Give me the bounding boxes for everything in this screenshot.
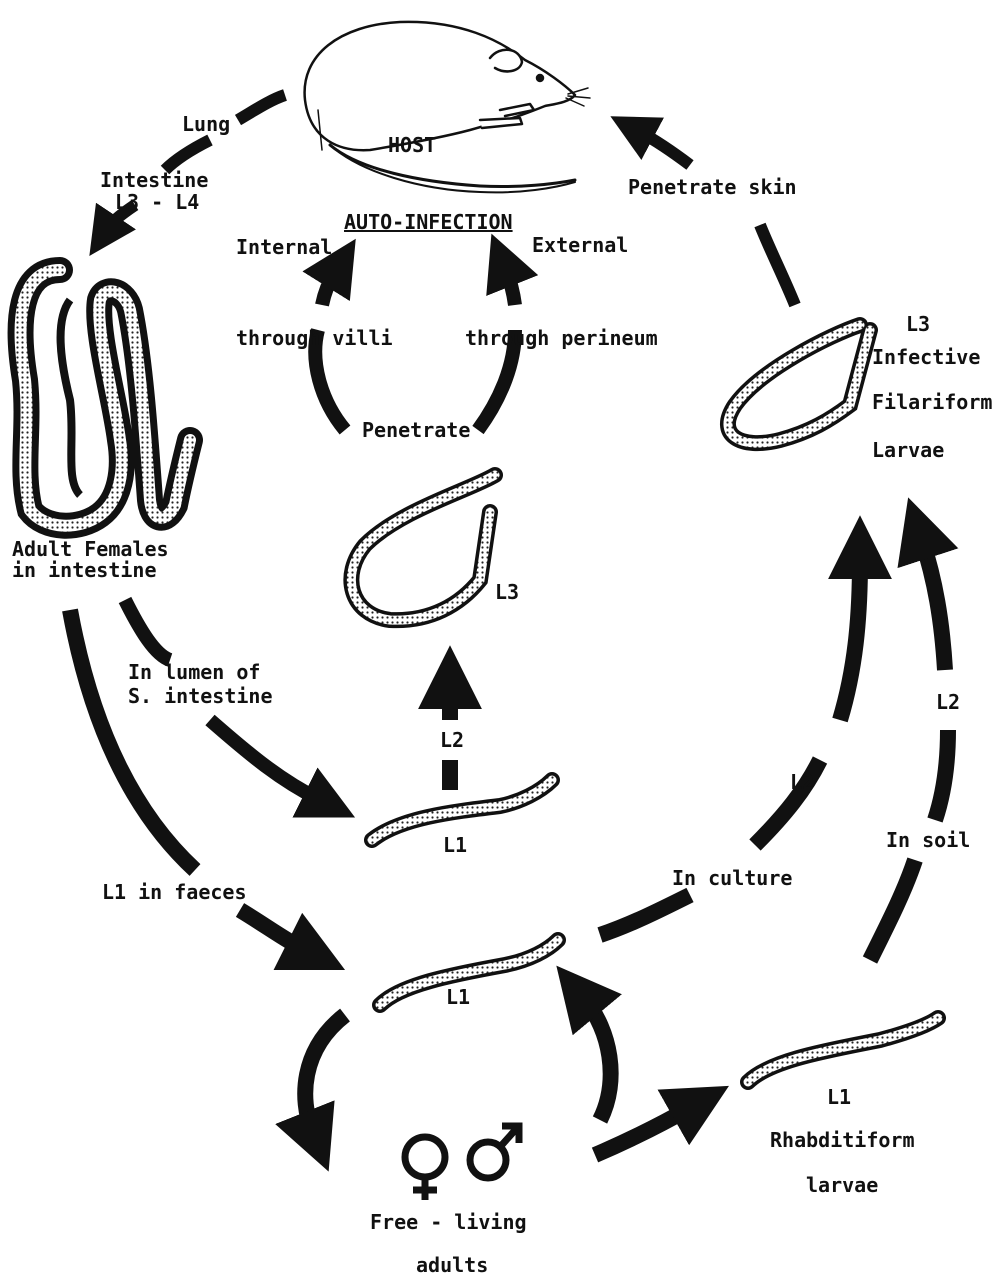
- lung-label: Lung: [182, 112, 230, 136]
- penetrate-label: Penetrate: [362, 418, 470, 442]
- arrow-l1-to-free-living: [305, 1015, 345, 1130]
- l1-rhabditiform-larva-icon: [748, 1018, 938, 1082]
- arrow-host-to-lung: [238, 95, 285, 120]
- l2-soil-label: L2: [936, 690, 960, 714]
- arrow-culture-lower: [600, 895, 690, 935]
- in-culture-label: In culture: [672, 866, 792, 890]
- female-symbol-icon: [405, 1137, 445, 1200]
- arrow-soil-lower: [870, 860, 915, 960]
- through-perineum-label: through perineum: [465, 326, 658, 350]
- s-intestine-label: S. intestine: [128, 684, 273, 708]
- arrow-to-internal: [322, 272, 335, 305]
- l2-center-label: L2: [440, 728, 464, 752]
- l1-center-label: L1: [443, 833, 467, 857]
- l3-filariform-larva-icon: [728, 325, 870, 443]
- rhabditiform-label: Rhabditiform: [770, 1128, 915, 1152]
- rhabditiform-larvae-label: larvae: [806, 1173, 878, 1197]
- through-villi-label: through villi: [236, 326, 393, 350]
- arrow-to-external: [506, 270, 515, 305]
- arrow-larvae-to-skin: [760, 225, 795, 305]
- arrows: [70, 95, 948, 1155]
- l1-bottom-label: L1: [446, 985, 470, 1009]
- l1-larva-center-icon: [372, 780, 552, 840]
- arrow-lumen-to-l1: [210, 720, 320, 800]
- arrow-faeces-to-l1: [240, 910, 305, 950]
- adults-label: adults: [416, 1253, 488, 1277]
- l3-l4-label: L3 - L4: [115, 190, 199, 214]
- l3-infective-stage-label: L3: [906, 312, 930, 336]
- arrow-lung-to-intestine: [165, 140, 210, 170]
- host-label: HOST: [388, 133, 436, 157]
- male-symbol-icon: [470, 1126, 519, 1178]
- adult-female-worm-icon: [21, 270, 190, 526]
- free-living-label: Free - living: [370, 1210, 527, 1234]
- external-label: External: [532, 233, 628, 257]
- filariform-label: Filariform: [872, 390, 992, 414]
- in-intestine-label: in intestine: [12, 558, 157, 582]
- arrow-soil-upper: [922, 540, 945, 670]
- arrow-free-living-to-l1: [585, 1000, 611, 1120]
- in-soil-label: In soil: [886, 828, 970, 852]
- internal-label: Internal: [236, 235, 332, 259]
- arrow-culture-upper: [840, 560, 860, 720]
- l1-rhabditiform-stage-label: L1: [827, 1085, 851, 1109]
- l1-in-faeces-label: L1 in faeces: [102, 880, 247, 904]
- in-lumen-label: In lumen of: [128, 660, 260, 684]
- l3-center-label: L3: [495, 580, 519, 604]
- l3-larva-icon: [351, 475, 495, 620]
- arrow-adults-to-faeces: [70, 610, 195, 870]
- l2-culture-label: L2: [790, 770, 814, 794]
- rat-host-icon: [305, 22, 590, 193]
- penetrate-skin-label: Penetrate skin: [628, 175, 797, 199]
- arrow-skin-to-host: [640, 132, 690, 165]
- infective-label: Infective: [872, 345, 980, 369]
- arrow-soil-mid: [935, 730, 948, 820]
- auto-infection-label: AUTO-INFECTION: [344, 210, 513, 234]
- arrow-adults-to-lumen: [125, 600, 170, 660]
- intestine-label: Intestine: [100, 168, 208, 192]
- larvae-label: Larvae: [872, 438, 944, 462]
